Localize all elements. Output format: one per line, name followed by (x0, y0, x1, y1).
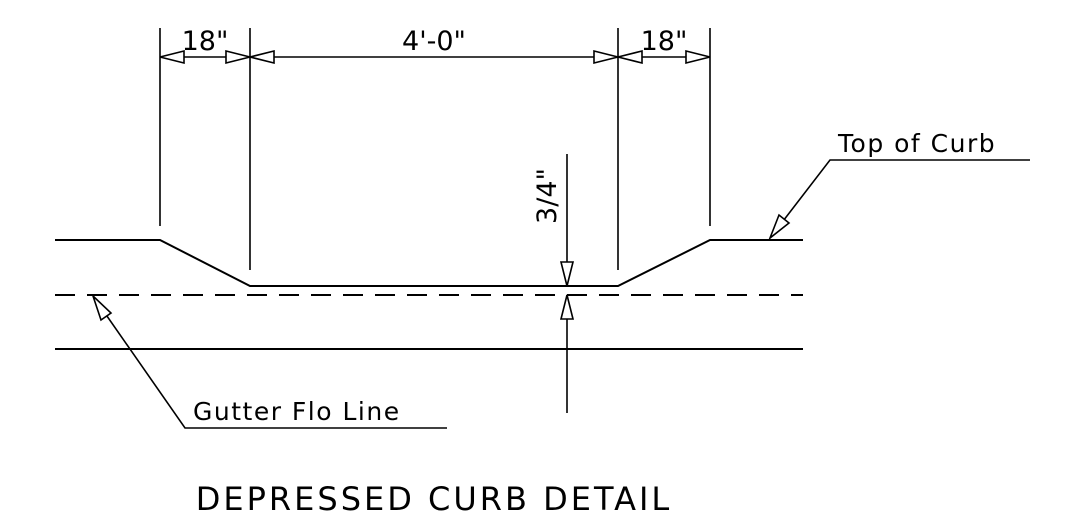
dim-center-width: 4'-0" (402, 26, 466, 57)
dim-left-width: 18" (182, 26, 229, 57)
arrow-right-dim-start (617, 49, 643, 65)
curb-profile-line (55, 239, 803, 287)
diagram-title: DEPRESSED CURB DETAIL (196, 480, 672, 518)
arrow-left-dim-start (159, 49, 185, 65)
gutter-flo-line-label: Gutter Flo Line (193, 397, 401, 426)
dim-depression: 3/4" (532, 168, 563, 224)
arrow-right-dim-end (685, 49, 711, 65)
gutter-flo-line-leader (92, 295, 447, 429)
arrow-depression-up (559, 294, 575, 320)
gutter-flo-line-arrow (92, 295, 113, 322)
arrow-left-dim-end (225, 49, 251, 65)
arrow-center-dim-start (249, 49, 275, 65)
arrow-center-dim-end (593, 49, 619, 65)
arrow-depression-down (559, 261, 575, 287)
dim-right-width: 18" (641, 26, 688, 57)
top-of-curb-label: Top of Curb (837, 129, 996, 158)
top-of-curb-arrow (768, 213, 791, 241)
top-of-curb-leader (769, 159, 1030, 239)
